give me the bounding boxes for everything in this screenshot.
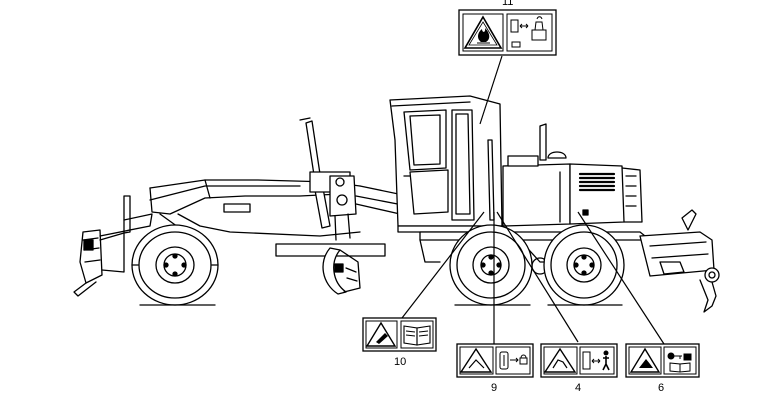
fire-hazard-icon bbox=[477, 28, 490, 44]
warning-triangle-icon bbox=[459, 347, 493, 373]
decal-6 bbox=[625, 343, 700, 378]
moldboard-blade bbox=[275, 243, 386, 295]
cab bbox=[389, 95, 503, 233]
machine-distance-icon bbox=[510, 16, 547, 48]
leader-line-4 bbox=[496, 211, 579, 343]
decal-11 bbox=[458, 9, 557, 56]
leader-lines bbox=[401, 55, 665, 345]
keep-distance-person-icon bbox=[582, 350, 610, 371]
warning-triangle-icon bbox=[543, 347, 577, 373]
leader-line-6 bbox=[577, 211, 665, 345]
rear-ripper bbox=[639, 209, 720, 313]
decal-9 bbox=[456, 343, 534, 378]
label-9: 9 bbox=[491, 382, 497, 394]
engine-grille bbox=[578, 172, 616, 192]
label-6: 6 bbox=[658, 382, 664, 394]
manual-book-icon bbox=[403, 325, 431, 346]
label-10: 10 bbox=[394, 356, 406, 368]
warning-triangle-icon bbox=[463, 15, 503, 49]
leader-line-10 bbox=[401, 211, 485, 319]
front-push-plate bbox=[73, 195, 131, 297]
rear-wheel-front bbox=[449, 224, 533, 306]
rear-wheel-back bbox=[543, 224, 625, 306]
warning-triangle-icon bbox=[365, 321, 397, 347]
leader-line-11 bbox=[479, 55, 503, 125]
key-manual-icon bbox=[667, 352, 692, 373]
lock-link-icon bbox=[499, 351, 528, 370]
motor-grader-drawing bbox=[73, 95, 720, 313]
decal-10 bbox=[362, 317, 437, 352]
warning-triangle-icon bbox=[629, 347, 661, 373]
front-wheel bbox=[131, 224, 219, 306]
label-11: 11 bbox=[502, 0, 513, 8]
lift-cylinders bbox=[299, 117, 416, 241]
decal-4 bbox=[540, 343, 618, 378]
label-4: 4 bbox=[575, 382, 581, 394]
engine-enclosure bbox=[502, 123, 643, 227]
